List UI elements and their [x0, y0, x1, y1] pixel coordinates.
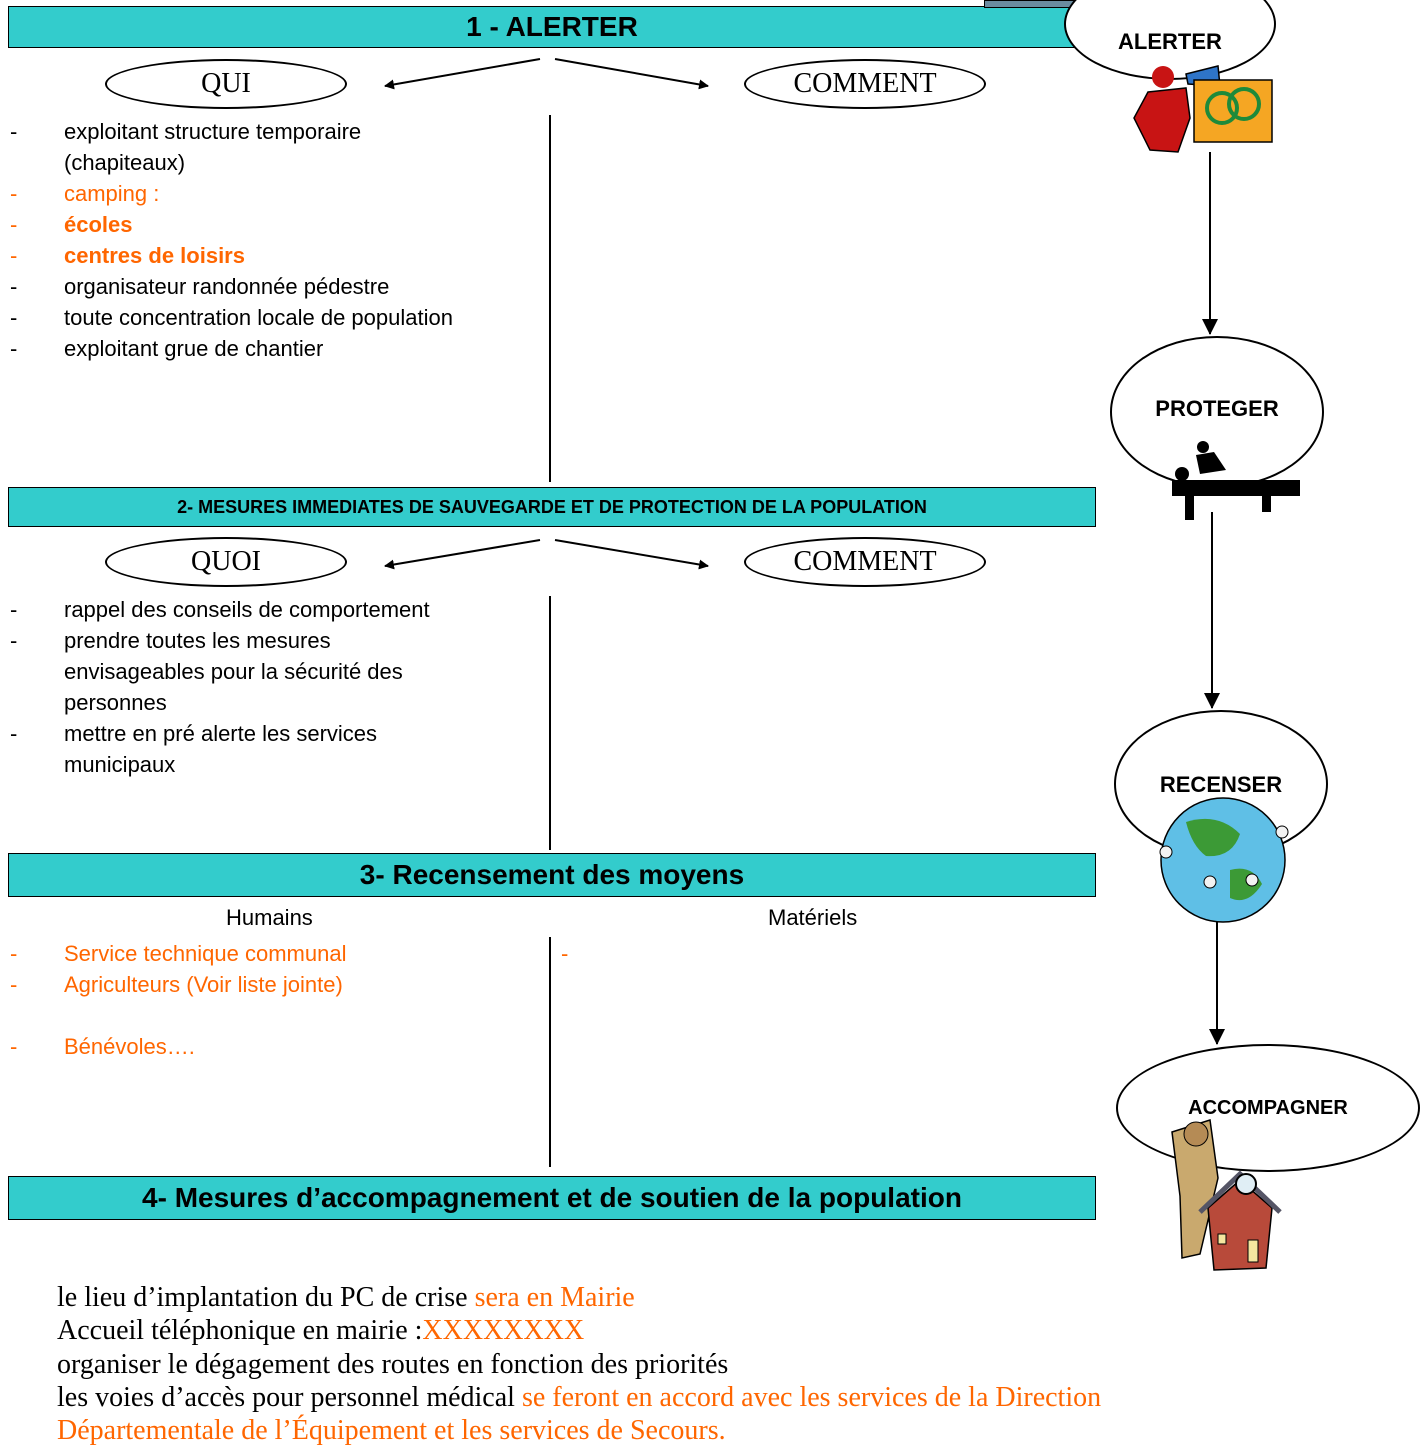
- section4-line2: Accueil téléphonique en mairie :XXXXXXXX: [57, 1315, 585, 1346]
- comment-oval-1: COMMENT: [744, 59, 986, 109]
- list-item: - organisateur randonnée pédestre: [10, 274, 390, 299]
- section4-line4: les voies d’accès pour personnel médical…: [57, 1382, 1102, 1413]
- list-item: - rappel des conseils de comportement: [10, 597, 430, 622]
- section1-header: 1 - ALERTER: [8, 6, 1096, 48]
- list-item: - Bénévoles….: [10, 1034, 195, 1059]
- qui-label: QUI: [201, 68, 251, 99]
- list-item: - exploitant grue de chantier: [10, 336, 324, 361]
- step-label-proteger: PROTEGER: [1155, 396, 1279, 421]
- arrow-to-comment-2: [554, 539, 709, 570]
- section1-list: - exploitant structure temporaire (chapi…: [10, 116, 453, 364]
- list-item: - Service technique communal: [10, 941, 347, 966]
- step-label-accompagner: ACCOMPAGNER: [1188, 1096, 1348, 1119]
- quoi-oval: QUOI: [105, 537, 347, 587]
- megaphone-person-icon: [1133, 65, 1273, 153]
- list-item: - prendre toutes les mesures envisageabl…: [10, 628, 403, 715]
- divider-2: [549, 596, 551, 850]
- materiels-dash: -: [561, 941, 569, 966]
- step-oval-accompagner: ACCOMPAGNER: [1116, 1044, 1420, 1172]
- section2-header: 2- MESURES IMMEDIATES DE SAUVEGARDE ET D…: [8, 487, 1096, 527]
- list-item: - écoles: [10, 212, 133, 237]
- qui-oval: QUI: [105, 59, 347, 109]
- arrow-to-qui: [384, 58, 541, 90]
- list-item: - mettre en pré alerte les services muni…: [10, 721, 378, 777]
- section4-title: 4- Mesures d’accompagnement et de soutie…: [142, 1182, 962, 1213]
- arrow-to-comment-1: [554, 58, 709, 90]
- divider-3: [549, 937, 551, 1167]
- section4-line1: le lieu d’implantation du PC de crise se…: [57, 1282, 635, 1313]
- list-item: - Agriculteurs (Voir liste jointe): [10, 972, 343, 997]
- comment-label-1: COMMENT: [793, 68, 937, 99]
- list-item: - centres de loisirs: [10, 243, 245, 268]
- humains-heading: Humains: [226, 905, 313, 930]
- section3-header: 3- Recensement des moyens: [8, 853, 1096, 897]
- list-item: - exploitant structure temporaire (chapi…: [10, 119, 362, 175]
- section3-humains-list: - Service technique communal - Agriculte…: [10, 938, 346, 1062]
- globe-people-icon: [1159, 797, 1289, 923]
- section2-title: 2- MESURES IMMEDIATES DE SAUVEGARDE ET D…: [177, 496, 927, 517]
- rescuer-icon: [1172, 441, 1300, 520]
- arrow-to-quoi: [384, 539, 541, 570]
- section2-list: - rappel des conseils de comportement - …: [10, 594, 430, 780]
- quoi-label: QUOI: [191, 546, 261, 577]
- section1-title: 1 - ALERTER: [466, 11, 638, 42]
- inspector-house-icon: [1171, 1119, 1282, 1271]
- materiels-heading: Matériels: [768, 905, 858, 930]
- section4-line3: organiser le dégagement des routes en fo…: [57, 1349, 729, 1380]
- step-label-recenser: RECENSER: [1159, 772, 1283, 797]
- section4-header: 4- Mesures d’accompagnement et de soutie…: [8, 1176, 1096, 1220]
- list-item: - camping :: [10, 181, 160, 206]
- list-item: - toute concentration locale de populati…: [10, 305, 453, 330]
- comment-oval-2: COMMENT: [744, 537, 986, 587]
- divider-1: [549, 115, 551, 482]
- section3-title: 3- Recensement des moyens: [359, 859, 745, 890]
- comment-label-2: COMMENT: [793, 546, 937, 577]
- step-label-alerter: ALERTER: [1118, 29, 1222, 54]
